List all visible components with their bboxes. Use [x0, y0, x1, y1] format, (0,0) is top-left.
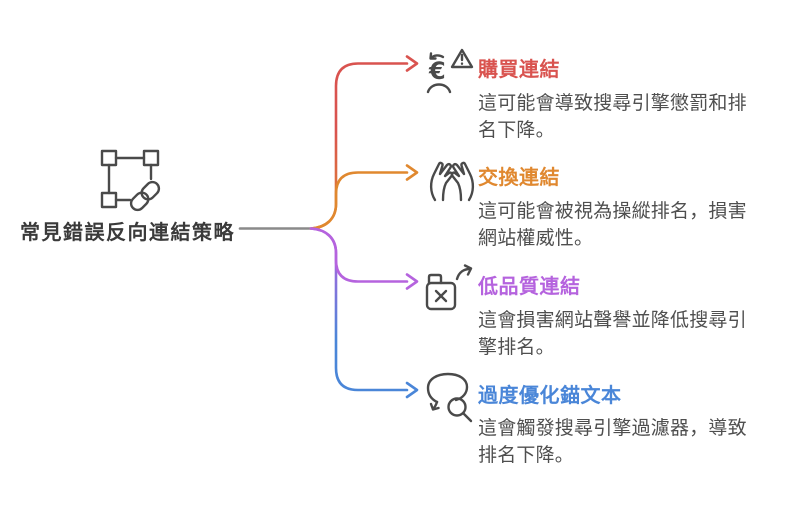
branch-title-buying-links[interactable]: 購買連結: [478, 59, 560, 81]
branch-desc-exchanging-links: 這可能會被視為操縱排名，損害網站權威性。: [478, 201, 747, 249]
svg-text:€: €: [428, 57, 446, 85]
arrowhead-2: [405, 164, 419, 181]
branch-line-4: [309, 227, 409, 392]
arrowhead-1: [405, 55, 419, 72]
comment-search-icon: [426, 372, 473, 423]
branch-title-over-optimized-anchor[interactable]: 過度優化錨文本: [478, 385, 622, 407]
rejected-container-export-icon: [425, 264, 473, 311]
backlink-selection-icon: [100, 149, 161, 212]
handshake-icon: [429, 161, 475, 202]
branch-line-3: [309, 227, 409, 283]
branch-desc-buying-links: 這可能會導致搜尋引擎懲罰和排名下降。: [478, 93, 747, 141]
branch-title-exchanging-links[interactable]: 交換連結: [478, 167, 560, 189]
arrowhead-3: [405, 273, 419, 290]
arrowhead-4: [405, 381, 419, 399]
money-warning-icon: €: [426, 48, 474, 94]
branch-desc-low-quality-links: 這會損害網站聲譽並降低搜尋引擎排名。: [478, 310, 747, 358]
root-node-label[interactable]: 常見錯誤反向連結策略: [20, 222, 235, 244]
branch-line-1: [309, 62, 409, 230]
branch-title-low-quality-links[interactable]: 低品質連結: [478, 276, 581, 298]
branch-line-2: [309, 171, 409, 230]
branch-desc-over-optimized-anchor: 這會觸發搜尋引擎過濾器，導致排名下降。: [478, 418, 747, 466]
